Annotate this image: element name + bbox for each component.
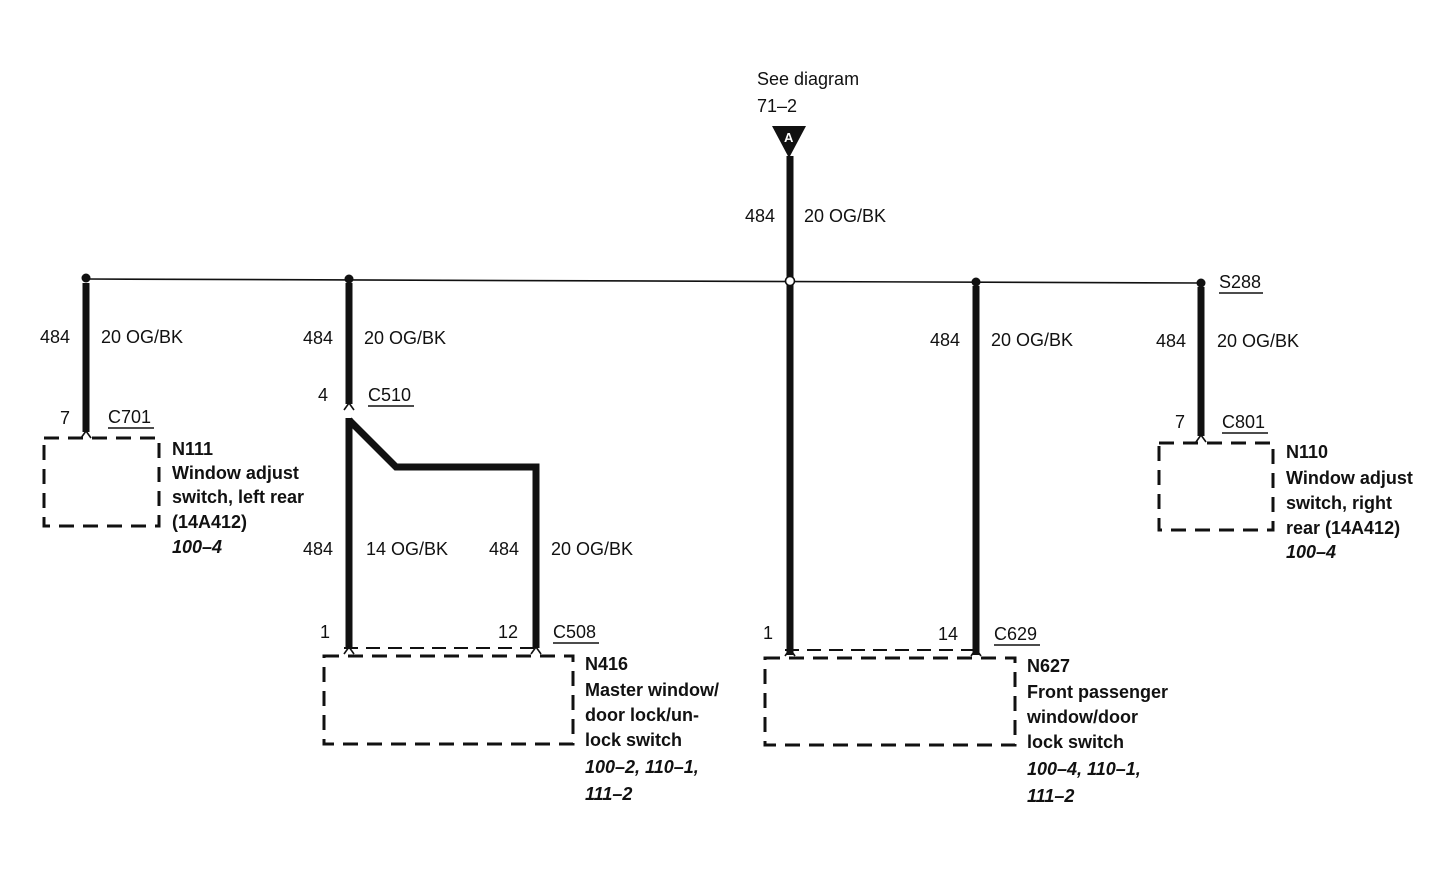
n111-ref: 100–4 <box>172 537 222 557</box>
n627-id: N627 <box>1027 656 1070 676</box>
c701-label: C701 <box>108 407 151 427</box>
trunk-wire-label: 20 OG/BK <box>804 206 886 226</box>
splice-dot <box>784 275 796 287</box>
passenger-feed-circuit: 484 <box>930 330 960 350</box>
n110-desc-line: switch, right <box>1286 493 1392 513</box>
c629-pin-14: 14 <box>938 624 958 644</box>
c629-pin-1: 1 <box>763 623 773 643</box>
splice-dot <box>344 274 354 284</box>
c701-pin: 7 <box>60 408 70 428</box>
n416-ref: 100–2, 110–1, <box>585 757 699 777</box>
bus-wire <box>85 278 1202 284</box>
right-rear-circuit: 484 <box>1156 331 1186 351</box>
connector-a-icon: A <box>772 126 806 158</box>
n110-desc-line: rear (14A412) <box>1286 518 1400 538</box>
n627-ref: 100–4, 110–1, <box>1027 759 1141 779</box>
n416-id: N416 <box>585 654 628 674</box>
left-rear-wire-label: 20 OG/BK <box>101 327 183 347</box>
pin-arrow-icon <box>1195 433 1207 443</box>
n416-component-box <box>322 654 575 746</box>
master-left-wire-label: 14 OG/BK <box>366 539 448 559</box>
c629-label: C629 <box>994 624 1037 644</box>
n111-id: N111 <box>172 439 213 459</box>
n627-ref: 111–2 <box>1027 786 1074 806</box>
trunk-circuit: 484 <box>745 206 775 226</box>
left-rear-circuit: 484 <box>40 327 70 347</box>
master-right-wire-label: 20 OG/BK <box>551 539 633 559</box>
master-feed-circuit: 484 <box>303 328 333 348</box>
n416-desc-line: Master window/ <box>585 680 719 700</box>
connector-a-letter: A <box>784 130 794 145</box>
n416-desc-line: lock switch <box>585 730 682 750</box>
n111-desc-line: Window adjust <box>172 463 299 483</box>
see-diagram-ref: 71–2 <box>757 96 797 116</box>
pin-arrow-icon <box>530 645 542 655</box>
n627-desc-line: Front passenger <box>1027 682 1168 702</box>
pin-arrow-icon <box>80 429 92 439</box>
splice-dot <box>81 273 91 283</box>
c508-label: C508 <box>553 622 596 642</box>
master-right-circuit: 484 <box>489 539 519 559</box>
n627-desc-line: lock switch <box>1027 732 1124 752</box>
n627-component-box <box>763 656 1017 747</box>
master-left-circuit: 484 <box>303 539 333 559</box>
c801-label: C801 <box>1222 412 1265 432</box>
n110-id: N110 <box>1286 442 1328 462</box>
n111-desc-line: (14A412) <box>172 512 247 532</box>
pin-arrow-icon <box>784 647 796 657</box>
pin-arrow-icon <box>343 401 355 411</box>
c508-pin-12: 12 <box>498 622 518 642</box>
splice-dot <box>1196 278 1206 288</box>
splice-dot <box>971 277 981 287</box>
n111-component-box <box>42 436 161 528</box>
n627-desc-line: window/door <box>1026 707 1138 727</box>
n110-component-box <box>1157 441 1275 532</box>
n110-desc-line: Window adjust <box>1286 468 1413 488</box>
c801-pin: 7 <box>1175 412 1185 432</box>
master-right-wire <box>346 417 540 648</box>
passenger-feed-wire-label: 20 OG/BK <box>991 330 1073 350</box>
c508-pin-1: 1 <box>320 622 330 642</box>
n111-desc-line: switch, left rear <box>172 487 304 507</box>
n416-desc-line: door lock/un- <box>585 705 699 725</box>
n110-ref: 100–4 <box>1286 542 1336 562</box>
master-feed-wire-label: 20 OG/BK <box>364 328 446 348</box>
right-rear-wire-label: 20 OG/BK <box>1217 331 1299 351</box>
n416-ref: 111–2 <box>585 784 632 804</box>
pin-arrow-icon <box>343 645 355 655</box>
splice-label: S288 <box>1219 272 1261 292</box>
c510-label: C510 <box>368 385 411 405</box>
pin-arrow-icon <box>970 647 982 657</box>
see-diagram-label: See diagram <box>757 69 859 89</box>
c510-pin: 4 <box>318 385 328 405</box>
